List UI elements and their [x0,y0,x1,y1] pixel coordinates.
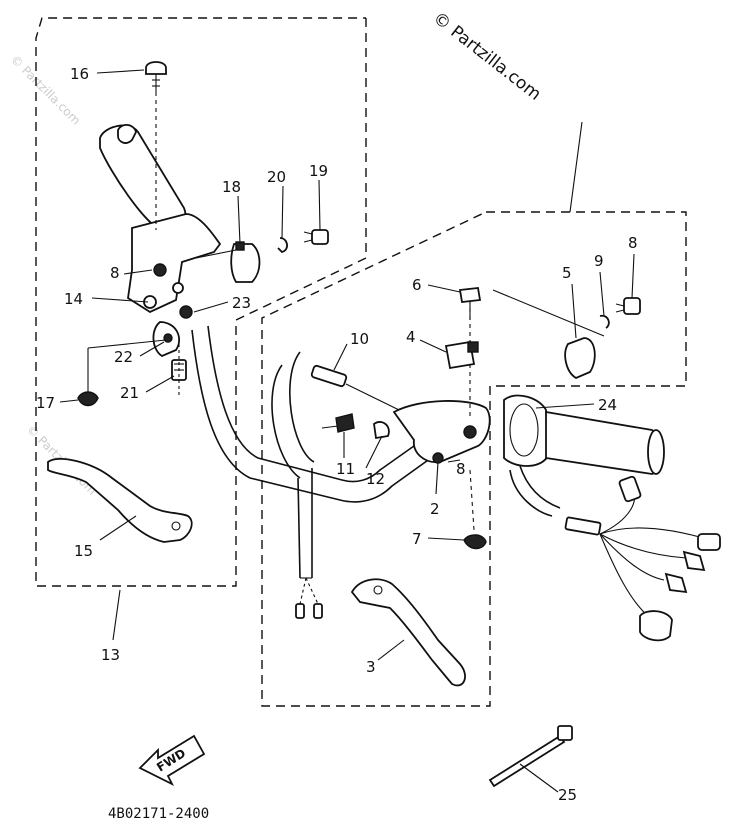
part-16-cap [145,61,167,230]
leader-lines [59,69,635,661]
part-4-switch [444,340,479,370]
leader-17-horizontal [87,339,167,349]
callout-18: 18 [222,178,241,196]
callout-3: 3 [366,658,376,676]
wiring-harness [509,465,721,642]
callout-20: 20 [267,168,286,186]
callout-8-center: 8 [456,460,466,478]
callout-25: 25 [558,786,577,804]
part-19-screw [303,229,329,245]
drawing-code: 4B02171-2400 [108,806,209,822]
clutch-holder [127,213,222,358]
callout-24: 24 [598,396,617,414]
right-group-boundary [261,211,687,707]
callout-15: 15 [74,542,93,560]
part-12-washer [373,421,390,440]
callout-labels: 16 18 20 19 8 14 23 22 17 21 15 13 6 5 9… [36,65,638,804]
part-18-clamp [195,241,261,283]
left-grip [99,124,187,232]
callout-7: 7 [412,530,422,548]
part-15-clutch-lever [47,458,193,543]
part-21-adjuster [171,344,187,398]
callout-16: 16 [70,65,89,83]
leader-13 [112,589,121,641]
callout-12: 12 [366,470,385,488]
callout-2: 2 [430,500,440,518]
callout-13: 13 [101,646,120,664]
callout-6: 6 [412,276,422,294]
faint-watermark-top: © Partzilla.com [8,52,83,127]
part-24-throttle-grip [503,394,665,475]
callout-4: 4 [406,328,416,346]
fwd-arrow-icon: FWD [138,734,206,787]
callout-23: 23 [232,294,251,312]
callout-21: 21 [120,384,139,402]
callout-8-right: 8 [628,234,638,252]
callout-5: 5 [562,264,572,282]
part-5-clamp [564,337,596,380]
part-7-nut [463,534,487,550]
handlebar [191,325,471,579]
part-17-nut [77,391,99,407]
callout-10: 10 [350,330,369,348]
callout-9: 9 [594,252,604,270]
callout-19: 19 [309,162,328,180]
part-25-cable-tie [488,725,573,793]
part-20-clip [277,237,288,253]
callout-8-left: 8 [110,264,120,282]
callout-22: 22 [114,348,133,366]
callout-14: 14 [64,290,83,308]
part-11-nut [321,413,355,433]
part-8-screw-right [615,297,641,315]
partzilla-watermark: © Partzilla.com [429,8,545,105]
callout-17: 17 [36,394,55,412]
callout-11: 11 [336,460,355,478]
part-6-bolt [458,287,482,320]
left-group-boundary [35,17,367,587]
part-3-brake-lever [350,578,466,687]
part-9-clip [599,314,610,329]
leader-group-right [569,121,583,213]
cable-end-lower [295,577,323,619]
